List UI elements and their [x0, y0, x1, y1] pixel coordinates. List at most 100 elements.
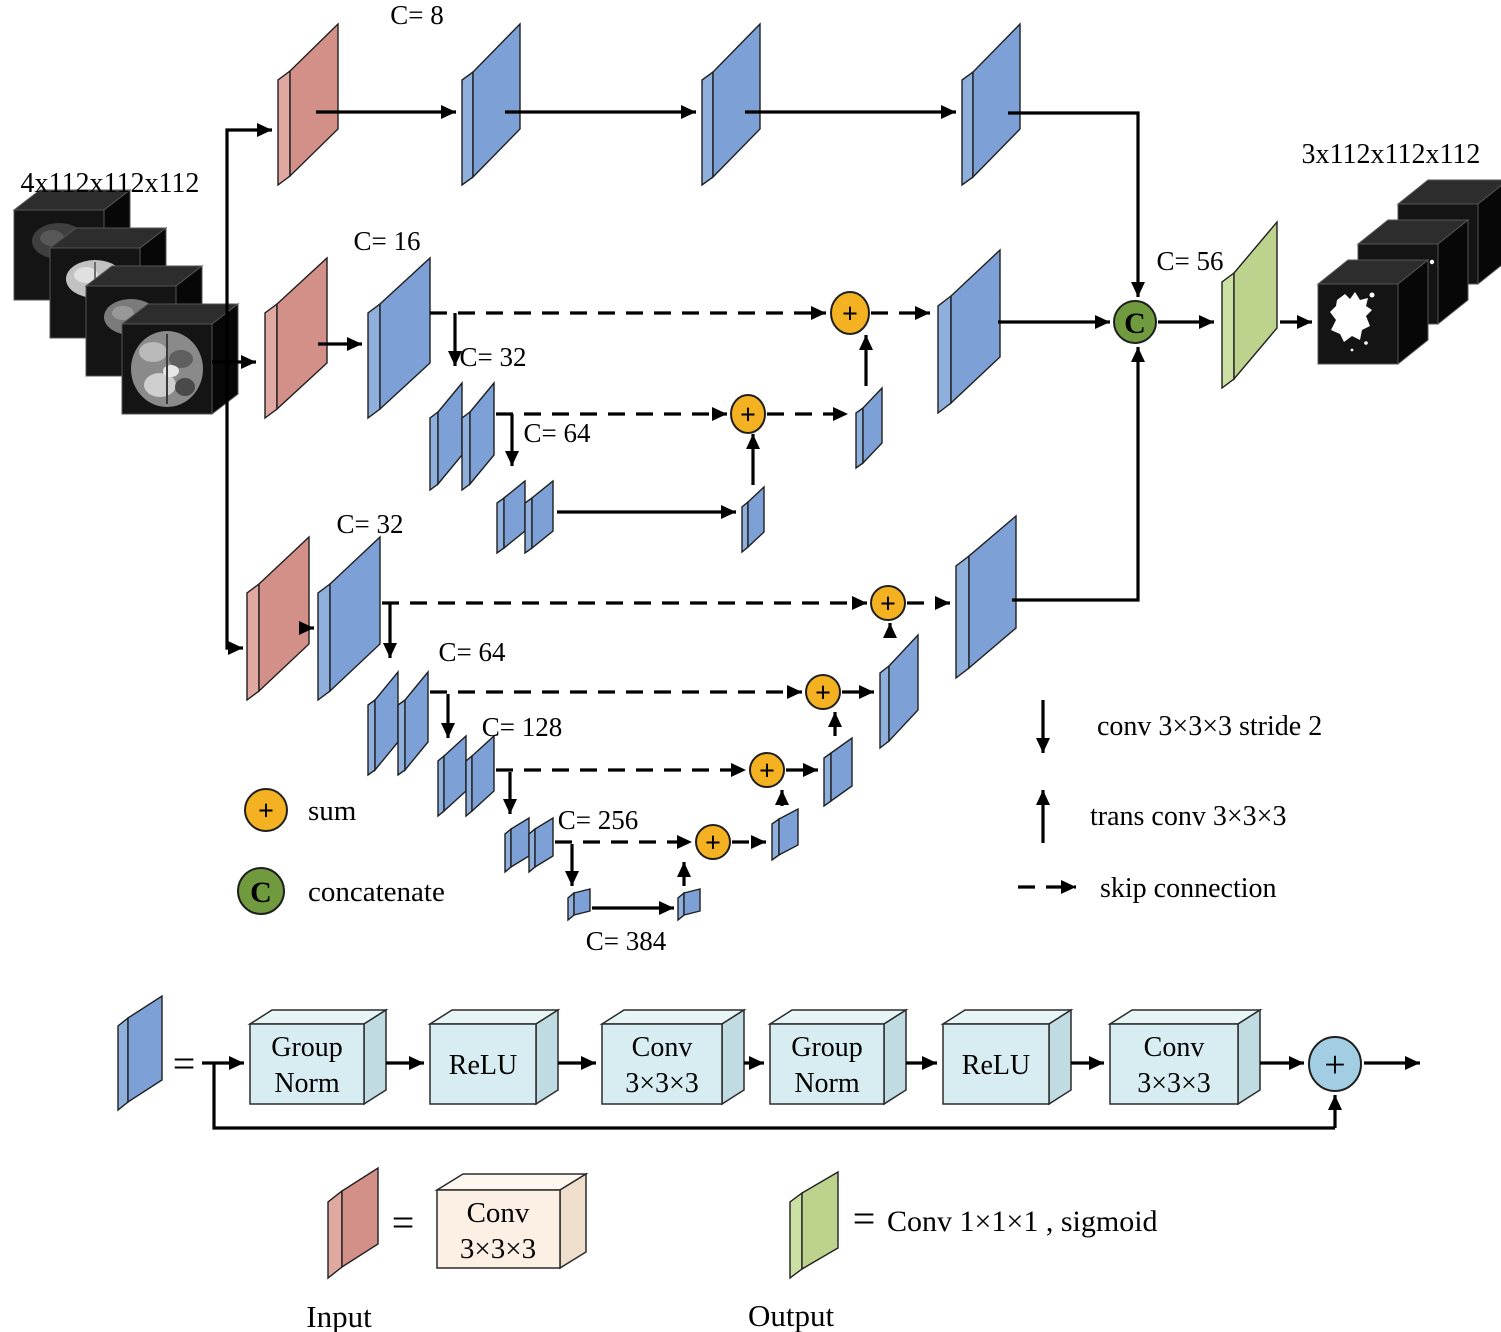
sum-symbol: + [258, 796, 274, 827]
res-block-row3-enc2a [367, 670, 399, 777]
conv-block-row3-input [246, 535, 310, 702]
equals-sign: = [392, 1200, 415, 1245]
box-label: Norm [794, 1068, 860, 1099]
res-block-row3-dec4 [771, 807, 799, 862]
res-block-row3-enc4a [504, 816, 530, 874]
sum-symbol: + [759, 756, 775, 787]
res-block-row2-dec1 [937, 248, 1001, 415]
res-block-row3-dec1 [955, 514, 1017, 680]
box-label: Conv [632, 1032, 693, 1063]
label-c384: C= 384 [586, 926, 667, 956]
equals-sign: = [173, 1041, 196, 1086]
input-dim-label: 4x112x112x112 [21, 168, 200, 199]
res-block-row3-enc3b [465, 734, 495, 818]
box-label: 3×3×3 [625, 1068, 699, 1099]
res-block-row2-enc1 [367, 256, 431, 420]
relu-box-2: ReLU [940, 1008, 1074, 1106]
output-caption: Output [748, 1298, 835, 1332]
res-block-row2-enc3a [496, 479, 526, 555]
concat-symbol: C [250, 876, 272, 909]
residual-skip-line [212, 1063, 1335, 1130]
sum-node-row3-l2: + [805, 674, 841, 710]
box-label: ReLU [449, 1050, 517, 1081]
res-block-row2-enc3b [524, 479, 554, 555]
legend-sum: + sum [244, 788, 357, 832]
mask-speckle-2 [1429, 259, 1435, 265]
res-block-row3-dec2 [879, 633, 919, 750]
res-block-row2-enc2a [429, 381, 463, 492]
arrow-row3-to-concat [1012, 347, 1145, 602]
conv-block-row2-input [264, 256, 328, 420]
res-block-row1-2 [701, 22, 761, 187]
conv-333-box: Conv 3×3×3 [434, 1172, 589, 1270]
legend-sum-label: sum [308, 795, 357, 827]
box-label: Norm [274, 1068, 340, 1099]
label-c64-row2: C= 64 [524, 418, 591, 448]
box-label: Group [271, 1032, 343, 1063]
residual-sum-node: + [1308, 1036, 1362, 1092]
box-label: ReLU [962, 1050, 1030, 1081]
sum-node-row3-l4: + [695, 824, 731, 860]
group-norm-box-1: Group Norm [247, 1008, 389, 1106]
legend-arrows: conv 3×3×3 stride 2 trans conv 3×3×3 ski… [1018, 700, 1322, 904]
res-block-row3-enc4b [528, 816, 554, 874]
arrow-branch-to-row1 [225, 123, 272, 362]
sum-node-row2-l2: + [730, 394, 766, 434]
arrow-branch-to-row3 [225, 362, 243, 655]
output-dim-label: 3x112x112x112 [1302, 139, 1481, 170]
segmentation-mask [1330, 292, 1375, 352]
legend-concatenate: C concatenate [237, 867, 445, 915]
output-conv-block [1221, 220, 1278, 390]
sum-symbol: + [880, 589, 896, 620]
sum-symbol: + [740, 400, 756, 431]
res-block-row3-dec5 [677, 888, 701, 922]
res-block-row1-3 [961, 22, 1021, 187]
res-block-row3-enc1 [317, 535, 381, 702]
sum-node-row2-l1: + [830, 291, 870, 335]
box-label: 3×3×3 [460, 1233, 536, 1265]
box-label: Group [791, 1032, 863, 1063]
res-block-row3-enc2b [397, 670, 429, 777]
conv-block-row1-input [277, 22, 339, 187]
arrow-row1-to-concat [1008, 111, 1145, 297]
legend-skip-label: skip connection [1100, 873, 1277, 904]
legend-conv-stride-label: conv 3×3×3 stride 2 [1097, 711, 1322, 742]
box-label: Conv [467, 1197, 530, 1229]
concat-symbol: C [1124, 307, 1146, 340]
green-block-icon [789, 1170, 839, 1280]
sum-node-row3-l1: + [870, 585, 906, 621]
label-c56: C= 56 [1157, 246, 1224, 276]
input-volume [12, 188, 240, 416]
residual-block-expansion: = Group Norm ReLU Conv 3×3×3 Group Norm … [117, 994, 1420, 1130]
res-block-row3-dec3 [823, 736, 853, 808]
label-c32-row2: C= 32 [460, 342, 527, 372]
sum-symbol: + [815, 678, 831, 709]
group-norm-box-2: Group Norm [767, 1008, 909, 1106]
box-label: Conv [1144, 1032, 1205, 1063]
sum-symbol: + [842, 299, 858, 330]
sum-symbol: + [705, 828, 721, 859]
pink-block-icon [327, 1166, 379, 1280]
output-volume [1316, 179, 1501, 366]
conv-box-1: Conv 3×3×3 [599, 1008, 747, 1106]
output-conv-label: Conv 1×1×1 , sigmoid [887, 1205, 1158, 1238]
output-block-legend: = Conv 1×1×1 , sigmoid Output [748, 1170, 1158, 1332]
input-block-legend: = Conv 3×3×3 Input [306, 1166, 589, 1332]
label-c64-row3: C= 64 [439, 637, 506, 667]
label-c32-row3: C= 32 [337, 509, 404, 539]
res-block-row2-enc2b [461, 381, 495, 492]
equals-sign: = [853, 1196, 876, 1241]
legend-concat-label: concatenate [308, 876, 445, 908]
res-block-row1-1 [461, 22, 521, 187]
res-block-row3-bottleneck [567, 888, 591, 922]
label-c128: C= 128 [482, 712, 563, 742]
label-c8: C= 8 [390, 0, 444, 30]
sum-symbol: + [1324, 1044, 1345, 1086]
sum-node-row3-l3: + [749, 752, 785, 788]
concat-node: C [1113, 300, 1157, 344]
res-block-row2-dec3 [741, 485, 765, 554]
input-caption: Input [306, 1299, 372, 1332]
res-block-row3-enc3a [437, 734, 467, 818]
label-c16: C= 16 [354, 226, 421, 256]
